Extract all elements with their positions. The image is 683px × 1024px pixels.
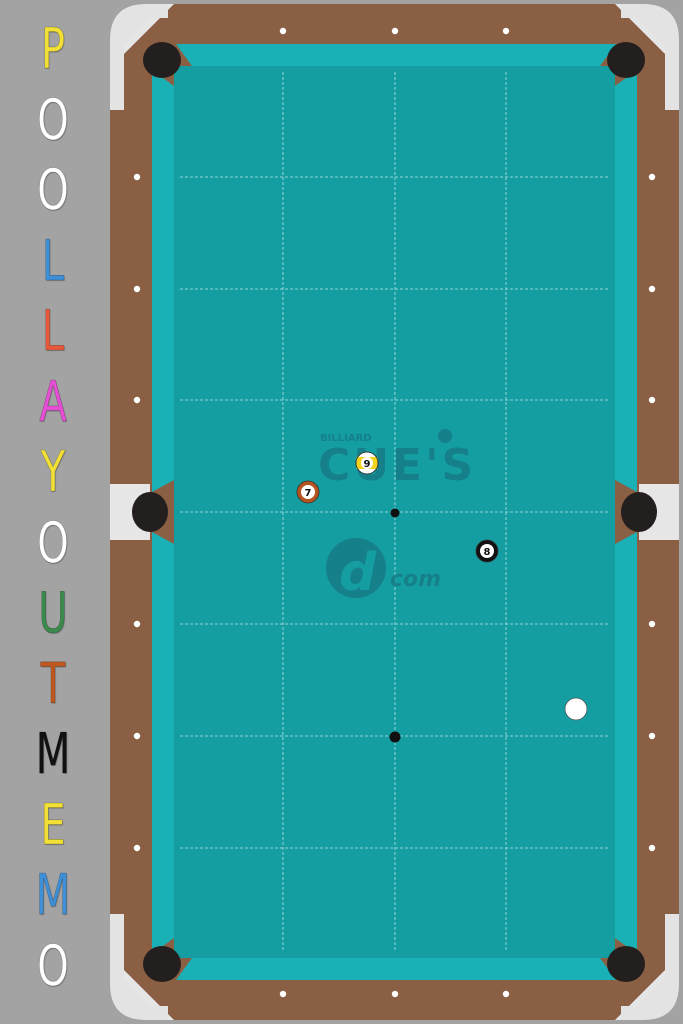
corner-plate-top-right — [621, 4, 679, 110]
logo-main-text: CUE'S — [318, 440, 476, 491]
pockets — [132, 42, 657, 982]
diamond — [648, 173, 656, 181]
ball-body — [564, 697, 588, 721]
title-letter: M — [35, 863, 71, 928]
pocket-top-left[interactable] — [143, 42, 181, 78]
felt-grid — [180, 72, 609, 952]
cushion-right-lower — [615, 532, 637, 954]
diamond — [648, 844, 656, 852]
title-letter: O — [37, 510, 69, 576]
logo-dot-icon — [438, 429, 452, 443]
cue-ball[interactable] — [564, 697, 588, 721]
title-letter: O — [37, 933, 69, 999]
title-letter: T — [40, 651, 66, 717]
diamond — [279, 27, 287, 35]
diamond — [502, 990, 510, 998]
pocket-bottom-right[interactable] — [607, 946, 645, 982]
diamond — [648, 732, 656, 740]
ball-number: 8 — [484, 547, 491, 558]
ball-number: 9 — [364, 459, 371, 470]
diamond — [133, 173, 141, 181]
corner-plate-bottom-right — [621, 914, 679, 1020]
rail-diamonds — [133, 27, 656, 998]
title-letter: O — [37, 87, 69, 153]
ball-number-disc — [301, 485, 315, 499]
title-letter: L — [41, 299, 65, 364]
ball-9[interactable]: 9 — [355, 451, 379, 475]
logo-circle-icon — [326, 538, 386, 598]
diamond — [648, 285, 656, 293]
title-letter: L — [41, 228, 65, 294]
foot-spot — [389, 731, 401, 743]
diamond — [502, 27, 510, 35]
logo-top-text: BILLIARD — [320, 433, 372, 444]
cushion-right-upper — [615, 70, 637, 492]
diamond — [391, 990, 399, 998]
diamond — [391, 27, 399, 35]
pocket-top-right[interactable] — [607, 42, 645, 78]
ball-8[interactable]: 8 — [475, 539, 499, 563]
ball-number: 7 — [305, 488, 312, 499]
diamond — [648, 620, 656, 628]
pool-table-canvas[interactable]: BILLIARD CUE'S d com 9 — [106, 0, 683, 1024]
diamond — [133, 844, 141, 852]
title-letter: E — [40, 792, 66, 858]
pool-table[interactable]: BILLIARD CUE'S d com 9 — [106, 0, 683, 1024]
corner-plate-top-left — [110, 4, 168, 110]
ball-number-disc — [361, 457, 373, 469]
diamond — [133, 285, 141, 293]
pocket-bottom-left[interactable] — [143, 946, 181, 982]
diamond — [279, 990, 287, 998]
center-spot — [390, 508, 400, 518]
cushion-left-upper — [152, 70, 174, 492]
diamond — [133, 620, 141, 628]
title-letter: U — [38, 581, 68, 646]
cushion-top — [176, 44, 616, 66]
ball-7[interactable]: 7 — [296, 480, 320, 504]
corner-plate-bottom-left — [110, 914, 168, 1020]
title-letter: O — [37, 158, 69, 223]
logo-d-glyph: d — [339, 543, 377, 603]
ball-number-disc — [480, 544, 494, 558]
ball-outline — [355, 451, 379, 475]
title-letter: Y — [40, 440, 66, 505]
pocket-side-right[interactable] — [621, 492, 657, 532]
title-letter: A — [39, 369, 67, 435]
cues-logo: BILLIARD CUE'S d com — [318, 429, 476, 603]
diamond — [133, 732, 141, 740]
cushions — [152, 44, 637, 980]
pocket-side-left[interactable] — [132, 492, 168, 532]
title-letter: M — [35, 722, 71, 787]
diamond — [648, 396, 656, 404]
cushion-bottom — [176, 958, 616, 980]
title-letter: P — [40, 17, 66, 82]
diamond — [133, 396, 141, 404]
cushion-left-lower — [152, 532, 174, 954]
logo-bottom-text: com — [390, 567, 441, 592]
